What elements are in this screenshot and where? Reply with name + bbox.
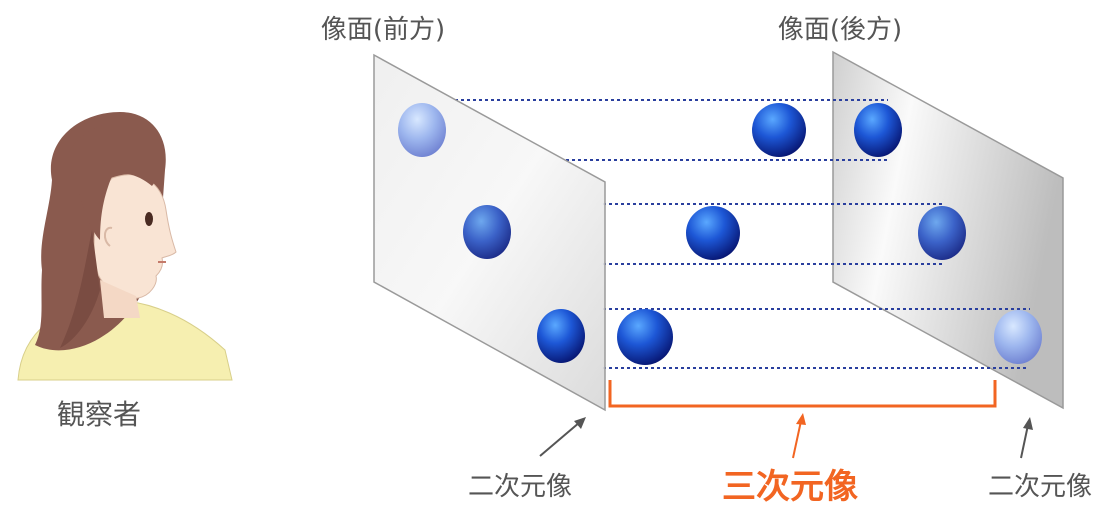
observer-hair-bangs: [70, 122, 162, 240]
front-2d-image-label: 二次元像: [468, 472, 572, 502]
front-plane-balls: [398, 103, 585, 363]
front-plane-label: 像面(前方): [321, 15, 445, 45]
pointer-arrows: [539, 413, 1033, 459]
3d-ball-bottom: [617, 309, 673, 365]
observer-label: 観察者: [57, 398, 141, 431]
back-plane-label: 像面(後方): [778, 15, 902, 45]
back-2d-image-label: 二次元像: [988, 472, 1092, 502]
back-plane-ball-top: [854, 103, 902, 157]
front-plane-ball-middle: [463, 205, 511, 259]
arrow-to-front-plane: [539, 417, 586, 457]
observer-eye: [145, 212, 153, 226]
projection-guide-lines: [455, 99, 1030, 369]
observer-illustration: [17, 112, 233, 381]
three-d-image-label: 三次元像: [722, 467, 858, 507]
arrow-to-3d-image: [792, 413, 806, 459]
front-plane-ball-bottom: [537, 309, 585, 363]
observer-hair-strand: [60, 230, 100, 348]
observer-ear: [104, 226, 113, 247]
back-plane-ball-bottom: [994, 310, 1042, 364]
three-d-image-balls: [617, 103, 806, 365]
3d-ball-top: [752, 103, 806, 157]
observer-face: [93, 174, 177, 299]
front-plane-ball-top: [398, 103, 446, 157]
arrow-to-back-plane: [1020, 417, 1033, 459]
three-d-range-bracket: [608, 380, 997, 408]
observer-neck: [100, 280, 140, 318]
3d-ball-middle: [686, 206, 740, 260]
back-plane-ball-middle: [918, 206, 966, 260]
back-plane-balls: [854, 103, 1042, 364]
